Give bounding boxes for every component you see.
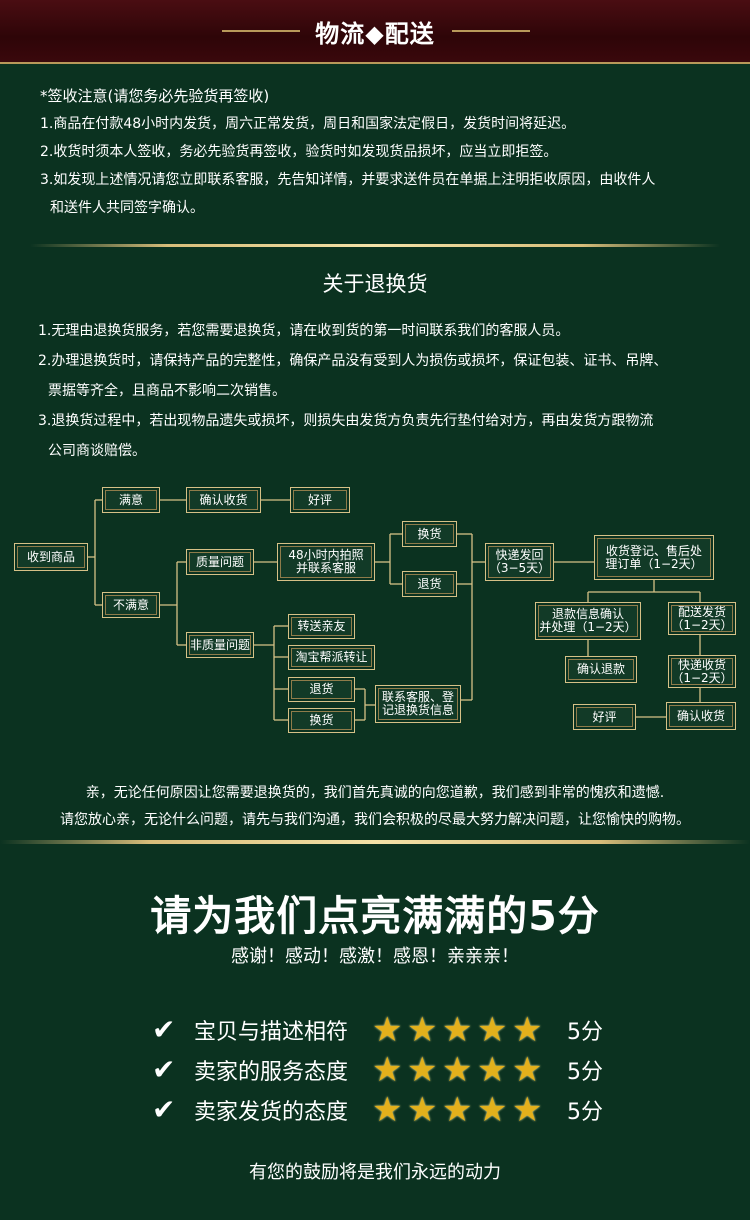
footer-slogan: 有您的鼓励将是我们永远的动力	[249, 1162, 501, 1183]
apology-text: 亲，无论任何原因让您需要退换货的，我们首先真诚的向您道歉，我们感到非常的愧疚和遗…	[0, 780, 750, 834]
flow-confirm-receipt-2: 确认收货	[666, 702, 736, 730]
notes-item: 2.收货时须本人签收，务必先验货再签收，验货时如发现货品损坏，应当立即拒签。	[40, 144, 558, 160]
flow-ship-out: 配送发货 （1−2天）	[668, 602, 736, 635]
flow-return-2: 退货	[288, 677, 355, 702]
apology-line: 请您放心亲，无论什么问题，请先与我们沟通，我们会积极的尽最大努力解决问题，让您愉…	[60, 812, 690, 828]
check-icon: ✔	[152, 1093, 176, 1126]
star-icon: ★	[442, 1090, 473, 1130]
star-rating: ★★★★★	[372, 1013, 547, 1047]
flow-register: 收货登记、售后处 理订单（1−2天）	[594, 535, 714, 580]
rating-row: ✔ 宝贝与描述相符 ★★★★★ 5分	[152, 1012, 612, 1048]
rating-label: 宝贝与描述相符	[194, 1020, 349, 1045]
returns-policy: 1.无理由退换货服务，若您需要退换货，请在收到货的第一时间联系我们的客服人员。 …	[38, 316, 728, 466]
notes-item: 和送件人共同签字确认。	[50, 200, 204, 216]
returns-item: 1.无理由退换货服务，若您需要退换货，请在收到货的第一时间联系我们的客服人员。	[38, 323, 570, 339]
returns-item: 公司商谈赔偿。	[48, 443, 146, 459]
notes-item: 1.商品在付款48小时内发货，周六正常发货，周日和国家法定假日，发货时间将延迟。	[40, 116, 576, 132]
star-icon: ★	[407, 1090, 438, 1130]
header-banner: 物流◆配送	[0, 0, 750, 64]
rating-row: ✔ 卖家的服务态度 ★★★★★ 5分	[152, 1052, 612, 1088]
star-icon: ★	[372, 1090, 403, 1130]
star-icon: ★	[477, 1010, 508, 1050]
star-rating: ★★★★★	[372, 1053, 547, 1087]
returns-flowchart: 收到商品 满意 确认收货 好评 不满意 质量问题 48小时内拍照 并联系客服 换…	[0, 480, 750, 740]
notes-heading: *签收注意(请您务必先验货再签收)	[40, 87, 270, 105]
flow-connectors	[88, 499, 701, 721]
rating-label: 卖家的服务态度	[194, 1060, 349, 1085]
star-icon: ★	[407, 1010, 438, 1050]
flow-contact-register: 联系客服、登 记退换货信息	[375, 685, 461, 723]
flow-taobao-resell: 淘宝帮派转让	[288, 645, 375, 670]
flow-refund-process: 退款信息确认 并处理（1−2天）	[535, 602, 641, 640]
flow-express-back: 快递发回 （3−5天）	[485, 543, 554, 581]
flow-exchange: 换货	[402, 521, 457, 547]
star-icon: ★	[372, 1010, 403, 1050]
check-icon: ✔	[152, 1053, 176, 1086]
star-icon: ★	[477, 1050, 508, 1090]
left-ornament	[222, 30, 300, 32]
flow-express-receive: 快递收货 （1−2天）	[668, 655, 736, 688]
flow-gift-friend: 转送亲友	[288, 614, 355, 639]
star-icon: ★	[512, 1090, 543, 1130]
star-icon: ★	[512, 1010, 543, 1050]
rating-score: 5分	[567, 1100, 603, 1125]
flow-non-quality: 非质量问题	[186, 632, 254, 658]
rating-thanks: 感谢！感动！感激！感恩！亲亲亲！	[231, 946, 519, 967]
divider	[0, 840, 750, 844]
flow-confirm-receipt: 确认收货	[186, 487, 261, 513]
returns-item: 2.办理退换货时，请保持产品的完整性，确保产品没有受到人为损伤或损坏，保证包装、…	[38, 353, 668, 369]
rating-row: ✔ 卖家发货的态度 ★★★★★ 5分	[152, 1092, 612, 1128]
star-icon: ★	[442, 1010, 473, 1050]
flow-confirm-refund: 确认退款	[565, 656, 637, 683]
flow-received: 收到商品	[14, 543, 88, 571]
rating-label: 卖家发货的态度	[194, 1100, 349, 1125]
rating-score: 5分	[567, 1020, 603, 1045]
divider	[30, 244, 720, 247]
star-icon: ★	[512, 1050, 543, 1090]
star-icon: ★	[442, 1050, 473, 1090]
right-ornament	[452, 30, 530, 32]
rating-title: 请为我们点亮满满的5分	[150, 892, 600, 940]
flow-exchange-2: 换货	[288, 708, 355, 733]
rating-score: 5分	[567, 1060, 603, 1085]
flow-satisfied: 满意	[102, 487, 160, 513]
flow-photo-contact: 48小时内拍照 并联系客服	[277, 543, 375, 581]
flow-unsatisfied: 不满意	[102, 592, 160, 618]
star-rating: ★★★★★	[372, 1093, 547, 1127]
flow-good-review-2: 好评	[573, 704, 636, 730]
banner-title: 物流◆配送	[315, 19, 435, 48]
flow-good-review: 好评	[290, 487, 350, 513]
returns-title: 关于退换货	[322, 272, 428, 296]
apology-line: 亲，无论任何原因让您需要退换货的，我们首先真诚的向您道歉，我们感到非常的愧疚和遗…	[85, 785, 665, 801]
receipt-notes: *签收注意(请您务必先验货再签收) 1.商品在付款48小时内发货，周六正常发货，…	[40, 82, 720, 222]
star-icon: ★	[372, 1050, 403, 1090]
returns-item: 3.退换货过程中，若出现物品遗失或损坏，则损失由发货方负责先行垫付给对方，再由发…	[38, 413, 654, 429]
check-icon: ✔	[152, 1013, 176, 1046]
notes-item: 3.如发现上述情况请您立即联系客服，先告知详情，并要求送件员在单据上注明拒收原因…	[40, 172, 656, 188]
returns-item: 票据等齐全，且商品不影响二次销售。	[48, 383, 286, 399]
star-icon: ★	[477, 1090, 508, 1130]
star-icon: ★	[407, 1050, 438, 1090]
flow-quality-issue: 质量问题	[186, 549, 254, 575]
flow-return: 退货	[402, 571, 457, 597]
